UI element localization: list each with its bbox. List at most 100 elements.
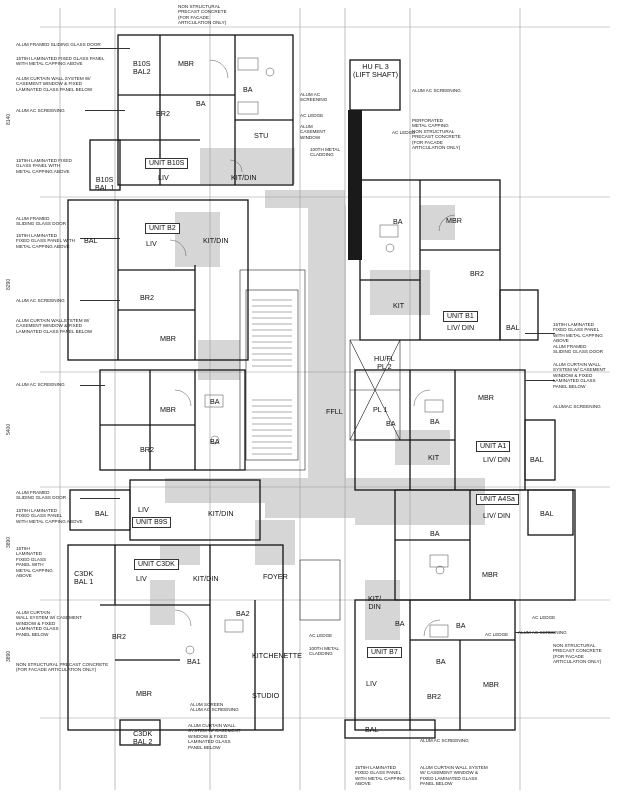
- room-label: C3DK BAL 1: [74, 569, 94, 586]
- note: NON STRUCTURAL PRECAST CONCRETE (FOR FAC…: [178, 4, 227, 26]
- room-label: BA: [210, 437, 220, 446]
- note: ALUM AC SCREENING: [300, 92, 328, 103]
- room-label: BA: [456, 621, 466, 630]
- door-swings: [169, 59, 456, 637]
- room-label: KIT/DIN: [208, 509, 234, 518]
- room-label: FOYER: [263, 572, 288, 581]
- room-label: STU: [254, 131, 269, 140]
- room-label: MBR: [160, 405, 176, 414]
- leader-line: [90, 48, 130, 49]
- dimension-label: 3890: [6, 536, 12, 548]
- note: ALUM AC SCREENING: [16, 298, 65, 303]
- room-label: LIV: [146, 239, 157, 248]
- note: ALUM AC SCREENING: [518, 630, 567, 635]
- room-label: C3DK BAL 2: [133, 729, 153, 746]
- note: 15T9H LAMINATED FIXED GLASS PANEL WITH M…: [553, 322, 604, 355]
- room-label: PL 1: [373, 405, 388, 414]
- unit-tag: UNIT B9S: [132, 517, 172, 528]
- note: 15T9H LAMINATED FIXED GLASS PANEL WITH M…: [16, 233, 75, 249]
- leader-line: [80, 238, 120, 239]
- room-label: BA: [430, 529, 440, 538]
- room-label: BA: [393, 217, 403, 226]
- room-label: KIT: [393, 301, 405, 310]
- room-label: LIV/ DIN: [447, 323, 475, 332]
- room-label: BA: [210, 397, 220, 406]
- room-label: BAL: [84, 236, 98, 245]
- note: 100TH METAL CLADDING: [310, 147, 341, 158]
- room-label: BAL: [540, 509, 554, 518]
- leader-line: [515, 632, 555, 633]
- dimension-label: 5400: [6, 423, 12, 435]
- room-label: BA1: [187, 657, 201, 666]
- room-label: LIV: [136, 574, 147, 583]
- room-label: MBR: [446, 216, 462, 225]
- note: ALUM FRAMED SLIDING GLASS DOOR: [16, 42, 101, 47]
- room-label: KITCHENETTE: [252, 651, 302, 660]
- room-label: BA: [430, 417, 440, 426]
- room-label: MBR: [178, 59, 194, 68]
- room-label: KIT/DIN: [231, 173, 257, 182]
- room-label: MBR: [160, 334, 176, 343]
- room-label: BA: [386, 419, 396, 428]
- note: ALUM AC SCREENING: [412, 88, 461, 93]
- note: ALUM AC SCREENING: [16, 382, 65, 387]
- room-label: FFLL: [326, 407, 343, 416]
- unit-tag: UNIT A1: [476, 441, 511, 452]
- room-label: MBR: [482, 570, 498, 579]
- stair-treads: [252, 299, 292, 455]
- unit-tag: UNIT B2: [145, 223, 180, 234]
- note: PERFORATED METAL CAPPING NON STRUCTURAL …: [412, 118, 461, 151]
- note: AC LEDGE: [300, 113, 324, 118]
- note: NON STRUCTURAL PRECAST CONCRETE (FOR FAC…: [16, 662, 109, 673]
- room-label: MBR: [478, 393, 494, 402]
- leader-line: [80, 385, 105, 386]
- note: ALUMAC SCREENING: [553, 404, 601, 409]
- unit-tag: UNIT C3DK: [134, 559, 179, 570]
- note: ALUM CURTAIN WALL SYSTEM W/ CASEMENT WIN…: [420, 765, 488, 787]
- note: ALUM FRAMED SLIDING GLASS DOOR: [16, 216, 67, 227]
- walls: [67, 34, 576, 746]
- room-label: HU/FL PL 2: [374, 354, 395, 371]
- note: AC LEDGE: [392, 130, 416, 135]
- note: ALUM SCREEN ALUM AC SCREENING: [190, 702, 239, 713]
- note: ALUM CURTAIN WALL SYSTEM W/ CASEMENT WIN…: [553, 362, 606, 389]
- room-label: BR2: [427, 692, 441, 701]
- note: AC LEDGE: [532, 615, 556, 620]
- room-label: LIV/ DIN: [483, 511, 511, 520]
- room-label: LIV: [138, 505, 149, 514]
- note: 15T9H LAMINATED FIXED GLASS PANEL WITH M…: [355, 765, 405, 787]
- room-label: BR2: [140, 293, 154, 302]
- note: NON STRUCTURAL PRECAST CONCRETE (FOR FAC…: [553, 643, 602, 665]
- circulation-shading: [150, 148, 485, 640]
- leader-line: [525, 380, 555, 381]
- note: 15T9H LAMINATED FIXED GLASS PANEL WITH M…: [16, 56, 105, 67]
- room-label: HU FL 3 (LIFT SHAFT): [353, 62, 398, 79]
- unit-tag: UNIT B1: [443, 311, 478, 322]
- room-label: LIV/ DIN: [483, 455, 511, 464]
- room-label: BR2: [112, 632, 126, 641]
- note: ALUM CURTAIN WALL SYSTEM W/ CASEMENT WIN…: [16, 610, 83, 637]
- core: [239, 269, 401, 621]
- room-label: KIT/DIN: [193, 574, 219, 583]
- unit-tag: UNIT A4Sa: [476, 494, 519, 505]
- room-label: BAL: [95, 509, 109, 518]
- note: ALUM FRAMED SLIDING GLASS DOOR: [16, 490, 67, 501]
- room-label: BR2: [470, 269, 484, 278]
- fixtures: [185, 57, 449, 655]
- note: ALUM AC SCREENING: [420, 738, 469, 743]
- note: ALUM AC SCREENING: [16, 108, 65, 113]
- room-label: BR2: [140, 445, 154, 454]
- note: 100TH METAL CLADDING: [309, 646, 340, 657]
- dimension-label: 8290: [6, 278, 12, 290]
- room-label: MBR: [136, 689, 152, 698]
- note: ALUM CURTAIN WALLSYSTEM W/ CASEMENT WIND…: [16, 318, 93, 334]
- unit-tag: UNIT B7: [367, 647, 402, 658]
- leader-line: [525, 333, 555, 334]
- note: 15T9H LAMINATED FIXED GLASS PANEL WITH M…: [16, 546, 53, 579]
- note: ALUM CURTAIN WALL SYSTEM W/ CASEMENT WIN…: [188, 723, 241, 750]
- dimension-label: 3890: [6, 650, 12, 662]
- note: 15T9H LAMINATED FIXED GLASS PANEL WITH M…: [16, 508, 83, 524]
- room-label: BA2: [236, 609, 250, 618]
- room-label: BR2: [156, 109, 170, 118]
